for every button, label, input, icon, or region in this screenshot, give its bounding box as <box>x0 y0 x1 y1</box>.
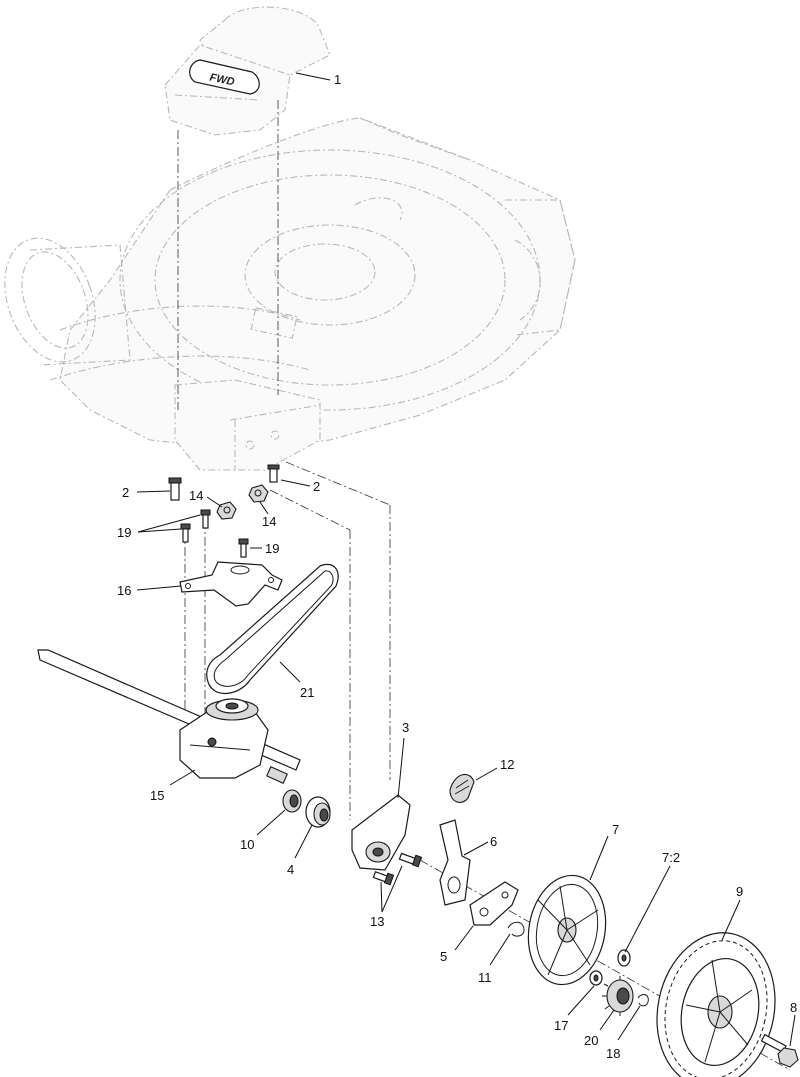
part-1-drive-control-handle: FWD <box>164 6 331 136</box>
part-19-screw-b <box>200 509 211 529</box>
callout-8: 8 <box>790 1000 797 1015</box>
callout-15: 15 <box>150 788 164 803</box>
callout-5: 5 <box>440 949 447 964</box>
callout-17: 17 <box>554 1018 568 1033</box>
callout-4: 4 <box>287 862 294 877</box>
part-3-adjuster-plate <box>351 794 411 871</box>
part-14-nut-left <box>216 501 237 520</box>
rear-wheel-outline <box>4 237 131 366</box>
part-13-bolt-b <box>372 871 395 886</box>
part-7-drive-disc <box>527 874 607 986</box>
part-10-bushing <box>282 789 302 813</box>
callout-11: 11 <box>478 970 492 985</box>
callout-14-right: 14 <box>262 514 276 529</box>
part-8-wheel-bolt <box>760 1033 799 1068</box>
callout-6: 6 <box>490 834 497 849</box>
part-2-bolt-right <box>267 464 280 483</box>
front-bracket-outline <box>174 379 321 471</box>
callout-7-2: 7:2 <box>662 850 680 865</box>
callout-2-left: 2 <box>122 485 129 500</box>
fwd-badge-shape <box>189 59 260 95</box>
leader-lines <box>136 72 796 1047</box>
callout-16: 16 <box>117 583 131 598</box>
part-5-pivot-plate <box>469 881 519 926</box>
part-21-drive-belt <box>206 563 339 694</box>
part-11-retaining-clip <box>507 921 525 937</box>
part-16-bracket <box>179 561 283 607</box>
part-17-washer <box>589 970 603 986</box>
callout-14-left: 14 <box>189 488 203 503</box>
part-15-transmission <box>37 649 301 784</box>
part-13-bolt-a <box>398 852 423 868</box>
callout-3: 3 <box>402 720 409 735</box>
part-18-e-clip <box>637 994 649 1007</box>
callout-7: 7 <box>612 822 619 837</box>
callout-19-left: 19 <box>117 525 131 540</box>
part-9-front-wheel <box>656 932 776 1077</box>
callout-20: 20 <box>584 1033 598 1048</box>
callout-13: 13 <box>370 914 384 929</box>
alignment-lines <box>177 100 791 1071</box>
callouts: 1 2 2 14 14 19 19 16 21 3 12 6 7 7:2 9 1… <box>117 72 797 1061</box>
part-12-cap <box>449 773 475 803</box>
part-2-bolt-left <box>168 477 182 501</box>
callout-10: 10 <box>240 837 254 852</box>
mower-deck-outline <box>59 117 576 451</box>
part-14-nut-right <box>248 484 269 503</box>
handle-tube-outline <box>49 305 311 381</box>
part-4-bearing <box>305 796 331 828</box>
part-7-2-washer <box>617 949 631 967</box>
part-6-lever <box>439 819 471 906</box>
part-20-pinion-gear <box>602 976 634 1016</box>
callout-12: 12 <box>500 757 514 772</box>
callout-19-right: 19 <box>265 541 279 556</box>
part-19-screw-a <box>180 523 191 543</box>
fwd-badge-text: FWD <box>209 72 236 89</box>
callout-2-right: 2 <box>313 479 320 494</box>
part-19-screw-c <box>238 538 249 558</box>
callout-18: 18 <box>606 1046 620 1061</box>
callout-1: 1 <box>334 72 341 87</box>
callout-9: 9 <box>736 884 743 899</box>
callout-21: 21 <box>300 685 314 700</box>
